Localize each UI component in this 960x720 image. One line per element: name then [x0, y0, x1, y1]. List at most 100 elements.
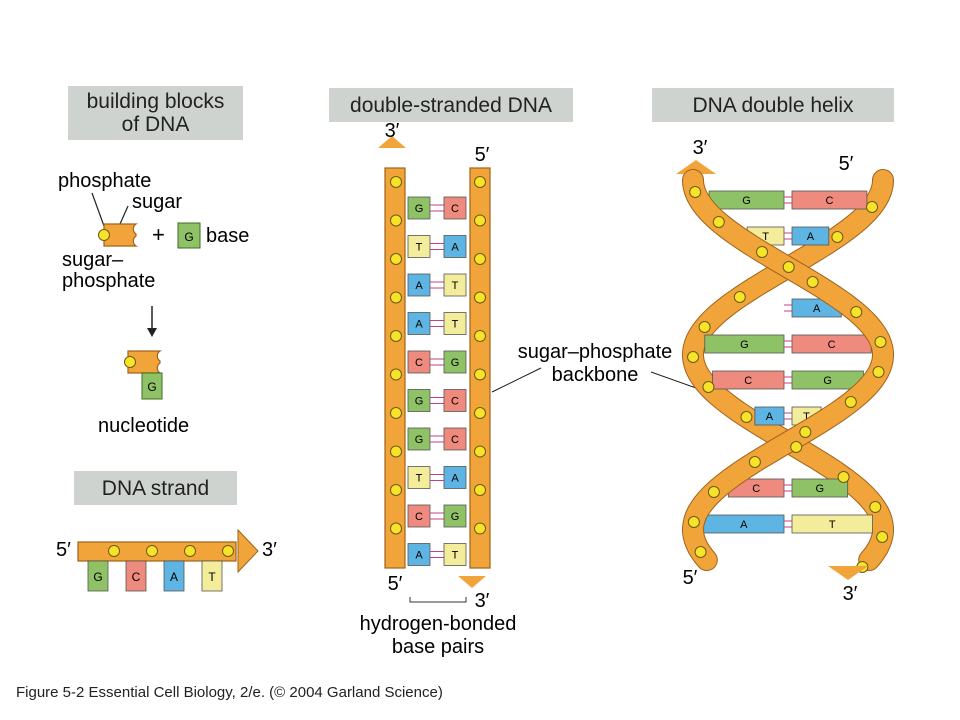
helix-bottom-left-label: 5′ — [683, 567, 698, 589]
ds-right-base-letter: C — [451, 434, 459, 446]
ds-left-base — [407, 273, 431, 297]
phosphate-circle — [98, 229, 110, 241]
hbond-bracket — [409, 597, 467, 603]
ds-right-phosphate — [474, 214, 486, 227]
ds-right-phosphate — [474, 522, 486, 535]
helix-phosphate-b — [837, 471, 850, 483]
ds-top-left-label: 3′ — [385, 120, 400, 142]
helix-top-right-label: 5′ — [839, 153, 854, 175]
figure-caption: Figure 5-2 Essential Cell Biology, 2/e. … — [16, 684, 443, 701]
ds-right-arrow-icon — [458, 576, 486, 588]
nucleotide-base-letter: G — [147, 380, 156, 394]
ds-left-phosphate — [390, 407, 402, 419]
sugar-pointer — [119, 205, 129, 225]
helix-phosphate-a — [756, 246, 769, 258]
ds-left-base — [407, 389, 431, 412]
ds-right-backbone — [469, 167, 491, 569]
helix-top-left-label: 3′ — [693, 137, 708, 159]
ds-right-base — [443, 389, 467, 412]
ds-right-base — [443, 543, 467, 566]
hbond-label-line2: base pairs — [392, 636, 484, 658]
helix-phosphate-b — [876, 531, 889, 543]
helix-phosphate-a — [872, 366, 885, 378]
ds-left-phosphate — [390, 176, 402, 188]
strand-base-letter: T — [208, 570, 216, 584]
helix-front-strand — [681, 169, 895, 573]
ds-left-base-letter: T — [416, 473, 423, 485]
helix-left-base-letter: T — [762, 231, 769, 243]
ds-left-arrow-icon — [378, 136, 406, 148]
backbone-pointer-left — [491, 367, 542, 393]
ds-bottom-right-label: 3′ — [475, 590, 490, 612]
helix-right-base-letter: T — [803, 411, 810, 423]
backbone-pointer-right — [650, 371, 697, 389]
ds-left-base — [407, 312, 431, 335]
ds-right-base-letter: T — [452, 280, 459, 292]
dna-strand-title: DNA strand — [74, 471, 237, 505]
strand-three-prime: 3′ — [262, 539, 277, 561]
helix-left-base-letter: A — [766, 411, 774, 423]
ds-left-base — [407, 504, 431, 528]
ds-right-base-letter: C — [451, 203, 459, 215]
strand-base-block — [87, 560, 109, 592]
ds-right-base — [443, 427, 467, 451]
ds-right-base — [443, 235, 467, 258]
double-stranded-title: double-stranded DNA — [329, 88, 573, 122]
helix-phosphate-b — [790, 441, 803, 453]
ds-top-right-label: 5′ — [475, 144, 490, 166]
helix-right-base-letter: G — [823, 375, 832, 387]
ds-left-base-letter: A — [415, 550, 423, 562]
helix-top-arrow-icon — [676, 160, 716, 174]
ds-right-base — [443, 350, 467, 374]
ds-right-phosphate — [474, 368, 486, 381]
strand-phosphate — [146, 545, 158, 557]
ds-right-phosphate — [474, 407, 486, 419]
ds-right-base — [443, 312, 467, 335]
helix-right-base-letter: A — [807, 231, 815, 243]
strand-base-block — [125, 560, 147, 592]
ds-left-phosphate — [390, 253, 402, 265]
ds-right-phosphate — [474, 253, 486, 265]
helix-left-base-letter: G — [742, 195, 751, 207]
helix-right-base — [791, 514, 873, 534]
plus-sign: + — [152, 222, 165, 247]
ds-right-phosphate — [474, 176, 486, 188]
building-blocks-title-line1: building blocks — [86, 90, 225, 113]
phosphate-pointer — [91, 192, 105, 227]
ds-left-phosphate — [390, 368, 402, 381]
helix-right-base-letter: A — [813, 303, 821, 315]
strand-base-block — [163, 560, 185, 592]
ds-left-phosphate — [390, 484, 402, 496]
strand-base-letter: A — [170, 570, 178, 584]
helix-left-base-letter: C — [744, 375, 752, 387]
backbone-label-line2: backbone — [552, 364, 639, 386]
ds-left-base — [407, 466, 431, 489]
ds-right-base-letter: C — [451, 396, 459, 408]
sugar-phosphate-unit — [103, 223, 138, 247]
ds-left-phosphate — [390, 214, 402, 227]
hbond-label-line1: hydrogen-bonded — [360, 613, 517, 635]
helix-phosphate-b — [733, 291, 746, 303]
strand-five-prime: 5′ — [56, 539, 71, 561]
helix-phosphate-a — [689, 186, 702, 198]
helix-right-base — [791, 190, 868, 210]
building-blocks-panel: phosphate sugar + G base sugar– phosphat… — [58, 170, 249, 437]
ds-left-base-letter: C — [415, 357, 423, 369]
ds-right-base — [443, 196, 467, 220]
ds-left-base-letter: C — [415, 511, 423, 523]
sugar-label: sugar — [132, 191, 182, 213]
base-g-block — [177, 222, 201, 249]
phosphate-label: phosphate — [58, 170, 151, 192]
nucleotide-base-block — [141, 372, 163, 400]
ds-right-base — [443, 273, 467, 297]
ds-right-base — [443, 504, 467, 528]
helix-phosphate-b — [782, 261, 795, 273]
helix-phosphate-b — [702, 381, 715, 393]
helix-phosphate-a — [707, 486, 720, 498]
strand-base-block — [201, 560, 223, 592]
ds-left-base-letter: A — [415, 319, 423, 331]
ds-left-base — [407, 543, 431, 566]
